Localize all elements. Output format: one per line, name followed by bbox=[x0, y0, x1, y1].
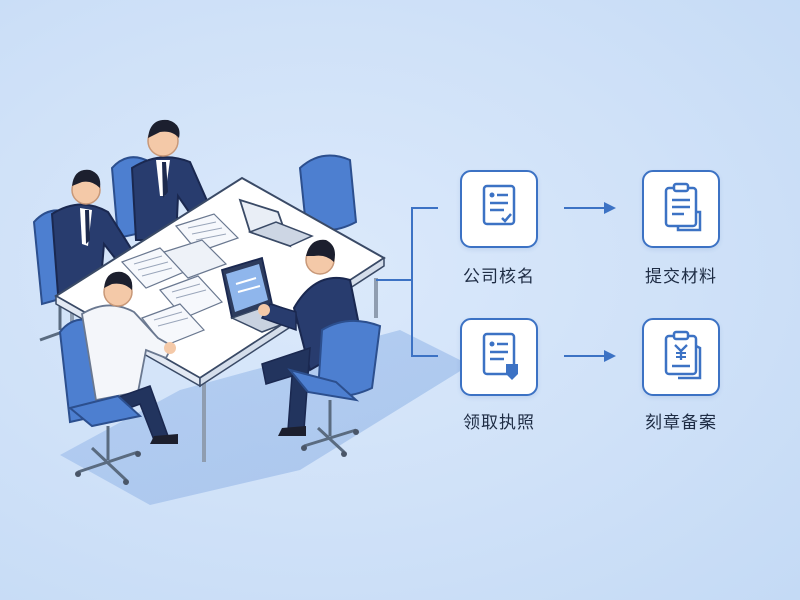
license-certificate-icon bbox=[482, 332, 518, 380]
step-1-box bbox=[460, 170, 538, 248]
arrow-step3-to-step4 bbox=[564, 350, 616, 362]
person-top-center bbox=[110, 119, 220, 241]
step-4-label: 刻章备案 bbox=[645, 413, 717, 433]
step-2-box bbox=[642, 170, 720, 248]
step-3-label: 领取执照 bbox=[463, 413, 535, 433]
step-3-box bbox=[460, 318, 538, 396]
person-front-left bbox=[58, 271, 178, 485]
step-1-label: 公司核名 bbox=[463, 267, 535, 287]
step-4-box bbox=[642, 318, 720, 396]
arrow-step1-to-step2 bbox=[564, 202, 616, 214]
checklist-document-icon bbox=[482, 184, 516, 226]
clipboard-document-icon bbox=[664, 182, 702, 232]
yen-clipboard-icon bbox=[664, 330, 702, 380]
laptop-back bbox=[238, 198, 314, 248]
flow-connector bbox=[376, 207, 438, 357]
documents-on-table bbox=[120, 213, 240, 347]
step-2-label: 提交材料 bbox=[645, 267, 717, 287]
chair-front-right bbox=[287, 319, 382, 457]
